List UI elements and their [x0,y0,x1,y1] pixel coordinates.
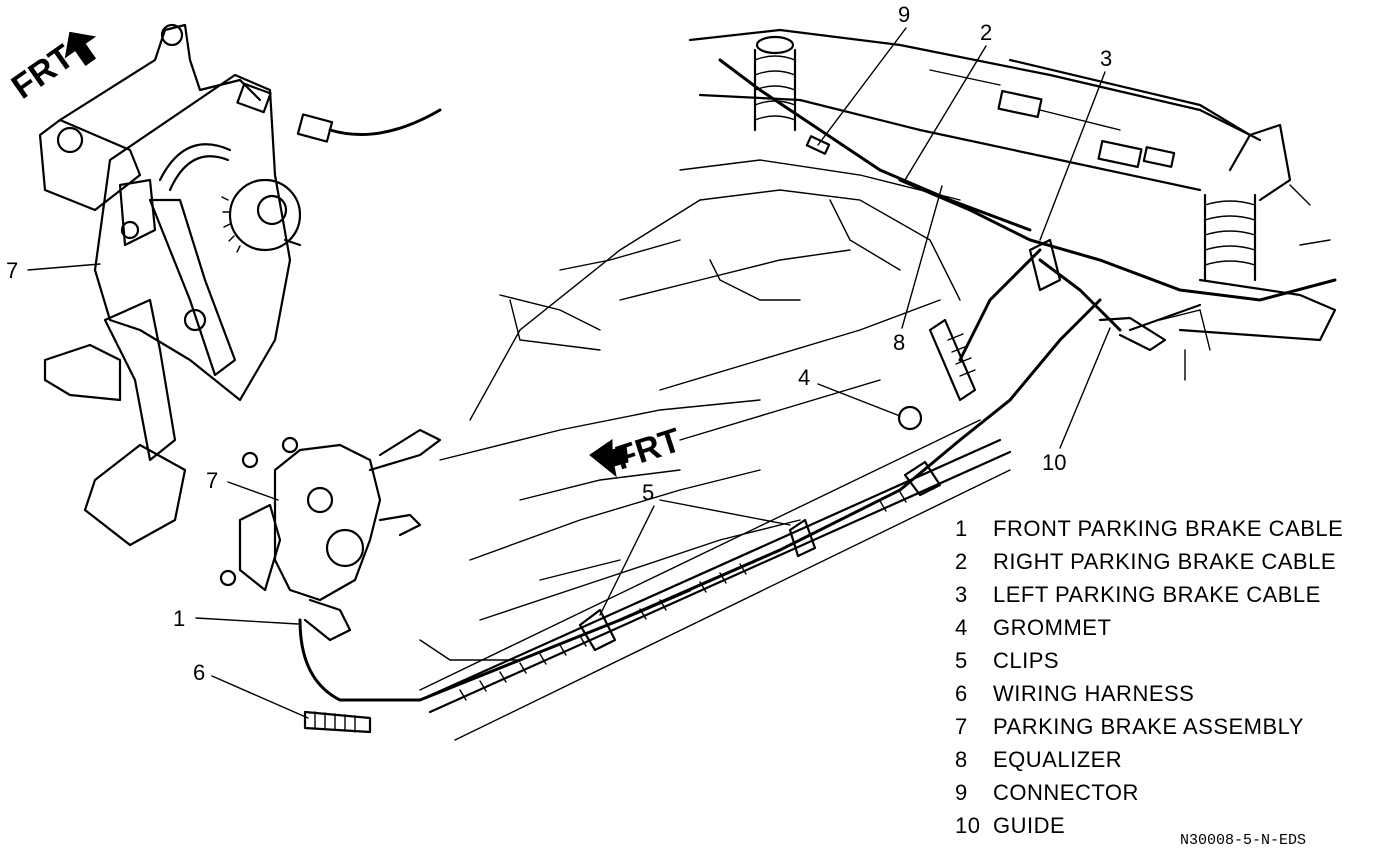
brake-assembly-main: 7 [206,428,442,642]
legend-number: 8 [955,747,968,772]
legend-number: 5 [955,648,968,673]
legend-label: CONNECTOR [993,780,1139,805]
connector [805,135,831,155]
legend-row: 9 CONNECTOR [955,776,1365,809]
legend-label: GUIDE [993,813,1066,838]
callouts: 1 2 3 4 5 6 8 9 10 [173,2,1112,719]
callout-7-inset: 7 [6,258,18,283]
legend-row: 3 LEFT PARKING BRAKE CABLE [955,578,1365,611]
callout-5: 5 [642,480,654,505]
legend-label: WIRING HARNESS [993,681,1195,706]
clip-rear [788,518,817,558]
legend-row: 5 CLIPS [955,644,1365,677]
frt-label-main: FRT [611,421,686,478]
legend-row: 1 FRONT PARKING BRAKE CABLE [955,512,1365,545]
guide [1098,316,1167,352]
callout-2: 2 [980,20,992,45]
legend-row: 10 GUIDE [955,809,1365,842]
grommet [897,405,923,431]
figure-code: N30008-5-N-EDS [1180,832,1307,849]
callout-8: 8 [893,330,905,355]
callout-3: 3 [1100,46,1112,71]
legend-row: 2 RIGHT PARKING BRAKE CABLE [955,545,1365,578]
vehicle-underbody [419,28,1337,741]
legend-number: 10 [955,813,981,838]
pedal-assembly-inset: FRT 7 [5,23,442,547]
legend-number: 4 [955,615,968,640]
legend-row: 8 EQUALIZER [955,743,1365,776]
callout-7-main: 7 [206,468,218,493]
legend-number: 2 [955,549,968,574]
callout-9: 9 [898,2,910,27]
legend-number: 3 [955,582,968,607]
legend: 1 FRONT PARKING BRAKE CABLE 2 RIGHT PARKING… [955,512,1365,842]
legend-number: 6 [955,681,968,706]
callout-1: 1 [173,606,185,631]
right-cable [618,298,1102,622]
legend-label: LEFT PARKING BRAKE CABLE [993,582,1321,607]
clip-front [578,608,617,652]
legend-number: 9 [955,780,968,805]
legend-row: 4 GROMMET [955,611,1365,644]
legend-number: 7 [955,714,968,739]
left-cable [898,178,1337,302]
callout-10: 10 [1042,450,1066,475]
legend-label: FRONT PARKING BRAKE CABLE [993,516,1344,541]
legend-row: 6 WIRING HARNESS [955,677,1365,710]
legend-label: PARKING BRAKE ASSEMBLY [993,714,1304,739]
legend-number: 1 [955,516,968,541]
front-cable [298,618,622,702]
callout-4: 4 [798,365,810,390]
legend-label: RIGHT PARKING BRAKE CABLE [993,549,1336,574]
legend-label: CLIPS [993,648,1060,673]
frt-indicator-main: FRT [589,421,686,478]
legend-label: GROMMET [993,615,1112,640]
legend-row: 7 PARKING BRAKE ASSEMBLY [955,710,1365,743]
callout-6: 6 [193,660,205,685]
frt-arrow-inset [64,31,97,66]
legend-label: EQUALIZER [993,747,1123,772]
frt-arrow-main [589,439,629,478]
cables [298,58,1337,734]
